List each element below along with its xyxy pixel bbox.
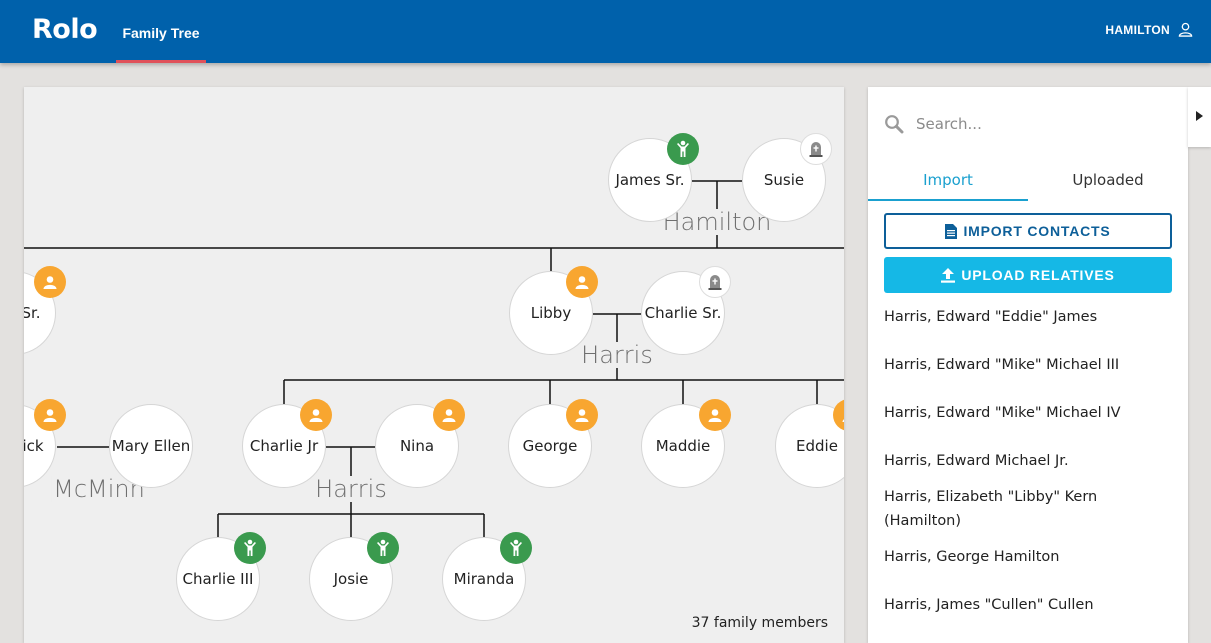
person-name: Eddie: [796, 437, 838, 455]
member-count: 37 family members: [691, 615, 828, 631]
caret-right-icon: [1196, 111, 1203, 121]
list-item[interactable]: Harris, Edward "Mike" Michael III: [884, 357, 1120, 373]
person-name: Nina: [399, 437, 435, 455]
upload-relatives-label: UPLOAD RELATIVES: [961, 267, 1115, 283]
family-tree-canvas[interactable]: Hamilton Harris Harris McMinn James Sr. …: [24, 87, 844, 643]
family-label-hamilton: Hamilton: [660, 208, 774, 236]
list-item[interactable]: Harris, Elizabeth "Libby" Kern (Hamilton…: [884, 489, 1098, 529]
child-icon: [367, 532, 399, 564]
import-contacts-button[interactable]: IMPORT CONTACTS: [884, 213, 1172, 249]
child-icon: [500, 532, 532, 564]
person-icon: [34, 399, 66, 431]
search-input[interactable]: [914, 114, 1158, 134]
family-label-harris: Harris: [313, 475, 389, 503]
app-logo[interactable]: Rolo: [32, 14, 98, 45]
person-name: Miranda: [453, 570, 515, 588]
person-name: Sr.: [24, 304, 41, 322]
child-icon: [234, 532, 266, 564]
tree-connectors: [24, 180, 844, 539]
person-icon: [566, 266, 598, 298]
person-name: Mary Ellen: [111, 437, 191, 455]
person-icon: [34, 266, 66, 298]
person-node-libby[interactable]: Libby: [509, 271, 593, 355]
top-bar: Rolo Family Tree HAMILTON: [0, 0, 1211, 63]
upload-relatives-button[interactable]: UPLOAD RELATIVES: [884, 257, 1172, 293]
person-name: Maddie: [655, 437, 711, 455]
tab-import[interactable]: Import: [868, 165, 1028, 201]
person-name: Charlie Jr: [249, 437, 319, 455]
person-node-miranda[interactable]: Miranda: [442, 537, 526, 621]
import-contacts-label: IMPORT CONTACTS: [963, 223, 1111, 239]
list-item[interactable]: Harris, Edward Michael Jr.: [884, 453, 1069, 469]
person-node-charlie-jr[interactable]: Charlie Jr: [242, 404, 326, 488]
person-name: ick: [24, 437, 44, 455]
person-icon: [433, 399, 465, 431]
list-item[interactable]: Harris, Edward "Eddie" James: [884, 309, 1098, 325]
person-name: Charlie Sr.: [644, 304, 722, 322]
search-bar: [884, 107, 1172, 141]
active-tab-indicator: [116, 60, 206, 63]
person-icon: [833, 399, 844, 431]
contacts-panel: Import Uploaded IMPORT CONTACTS UPLOAD R…: [868, 87, 1188, 643]
person-icon: [566, 399, 598, 431]
contacts-file-icon: [945, 223, 958, 239]
person-node-mary-ellen[interactable]: Mary Ellen: [109, 404, 193, 488]
person-icon: [300, 399, 332, 431]
person-node-george[interactable]: George: [508, 404, 592, 488]
person-name: George: [522, 437, 578, 455]
child-icon: [667, 133, 699, 165]
list-item[interactable]: Harris, Edward "Mike" Michael IV: [884, 405, 1121, 421]
person-name: Charlie III: [182, 570, 254, 588]
user-name: HAMILTON: [1105, 22, 1170, 37]
person-node-charlie-sr[interactable]: Charlie Sr.: [641, 271, 725, 355]
tombstone-icon: [699, 266, 731, 298]
collapse-panel-toggle[interactable]: [1188, 87, 1211, 147]
person-node-josie[interactable]: Josie: [309, 537, 393, 621]
person-name: Libby: [530, 304, 572, 322]
panel-tabs: Import Uploaded: [868, 165, 1188, 201]
person-name: James Sr.: [615, 171, 685, 189]
nav-tab-family-tree[interactable]: Family Tree: [114, 0, 208, 63]
user-icon: [1178, 22, 1193, 37]
list-item[interactable]: Harris, James "Cullen" Cullen: [884, 597, 1094, 613]
upload-icon: [941, 267, 956, 283]
list-item[interactable]: Harris, George Hamilton: [884, 549, 1060, 565]
person-name: Josie: [333, 570, 369, 588]
tab-uploaded[interactable]: Uploaded: [1072, 171, 1144, 189]
person-name: Susie: [763, 171, 805, 189]
tombstone-icon: [800, 133, 832, 165]
person-node-maddie[interactable]: Maddie: [641, 404, 725, 488]
user-menu[interactable]: HAMILTON: [1105, 22, 1193, 37]
person-icon: [699, 399, 731, 431]
nav-tab-label: Family Tree: [122, 25, 200, 41]
family-label-harris: Harris: [579, 341, 655, 369]
search-icon: [885, 115, 904, 134]
